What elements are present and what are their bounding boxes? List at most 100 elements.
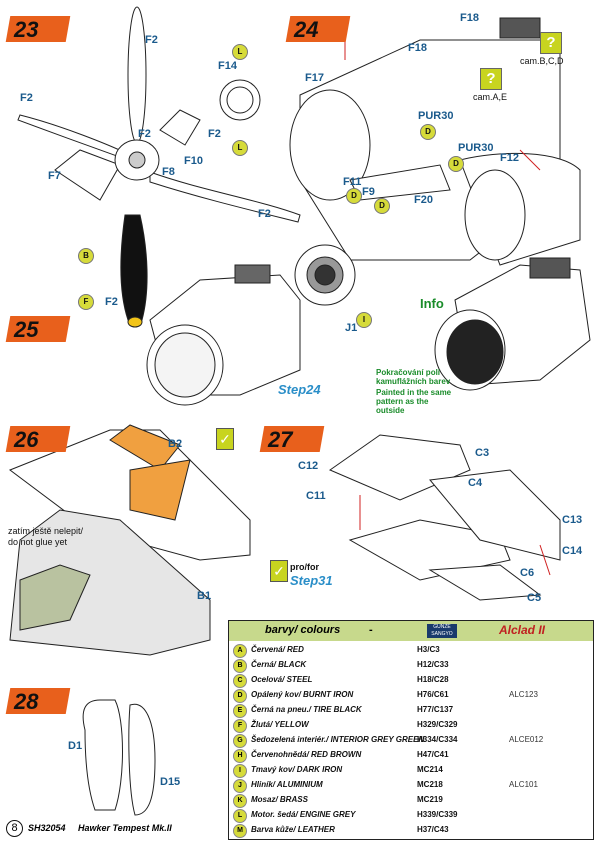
colour-letter: M <box>233 824 247 838</box>
colour-chip: B <box>78 248 94 264</box>
part-label: F9 <box>362 186 375 198</box>
part-label: F2 <box>208 128 221 140</box>
colour-name: Opálený kov/ BURNT IRON <box>251 690 354 699</box>
page-footer: 8 SH32054 Hawker Tempest Mk.II <box>0 818 330 838</box>
step-number: 28 <box>14 689 39 714</box>
part-label: F11 <box>343 176 362 188</box>
colour-letter: L <box>233 809 247 823</box>
alclad-code: ALC101 <box>509 780 538 789</box>
part-label: C13 <box>562 514 583 526</box>
info-note-en: Painted in the same pattern as the outsi… <box>376 388 452 415</box>
colour-name: Červená/ RED <box>251 645 304 654</box>
info-heading: Info <box>420 296 444 311</box>
alclad-logo: Alclad II <box>499 623 546 637</box>
step-number: 27 <box>268 427 293 452</box>
colour-chip: I <box>356 312 372 328</box>
kit-code: SH32054 <box>28 823 66 833</box>
step-number: 23 <box>14 17 39 42</box>
gunze-code: MC214 <box>417 765 443 774</box>
colour-name: Černá/ BLACK <box>251 660 307 669</box>
colour-name: Černá na pneu./ TIRE BLACK <box>251 705 362 714</box>
part-label: C3 <box>475 447 490 459</box>
part-label: F2 <box>145 34 158 46</box>
colour-name: Hliník/ ALUMINIUM <box>251 780 323 789</box>
step-reference: Step24 <box>278 382 321 397</box>
part-label: F2 <box>20 92 33 104</box>
colour-chip: D <box>448 156 464 172</box>
step-27-badge: 27 <box>259 426 325 452</box>
colour-name: Žlutá/ YELLOW <box>251 720 309 729</box>
step-reference: Step31 <box>290 573 333 588</box>
gunze-logo: GUNZE SANGYO <box>427 624 457 638</box>
colours-table-header: barvy/ colours - GUNZE SANGYO Alclad II <box>229 621 593 641</box>
gunze-code: MC219 <box>417 795 443 804</box>
glue-note-en: do not glue yet <box>8 537 68 547</box>
part-label: F20 <box>414 194 433 206</box>
colour-chip: L <box>232 140 248 156</box>
colour-row: E Černá na pneu./ TIRE BLACK H77/C137 <box>229 703 593 718</box>
part-label: F10 <box>184 155 203 167</box>
colour-name: Ocelová/ STEEL <box>251 675 313 684</box>
part-label: F18 <box>408 42 427 54</box>
part-label: F8 <box>162 166 175 178</box>
colour-letter: H <box>233 749 247 763</box>
part-label: F2 <box>138 128 151 140</box>
step-25-badge: 25 <box>5 316 71 342</box>
part-label: F2 <box>105 296 118 308</box>
part-label: C4 <box>468 477 483 489</box>
colour-letter: D <box>233 689 247 703</box>
check-mark-icon: ✓ <box>216 428 234 450</box>
step-number: 24 <box>294 17 319 42</box>
camouflage-note: cam.B,C,D <box>520 56 564 66</box>
page-number: 8 <box>6 820 23 837</box>
part-label: F18 <box>460 12 479 24</box>
colour-letter: J <box>233 779 247 793</box>
check-mark-icon: ✓ <box>270 560 288 582</box>
camouflage-note: cam.A,E <box>473 92 508 102</box>
colour-chip: D <box>346 188 362 204</box>
part-label: C11 <box>306 490 326 502</box>
gunze-code: H47/C41 <box>417 750 449 759</box>
colours-title: barvy/ colours <box>265 624 341 636</box>
part-label: F2 <box>258 208 271 220</box>
part-label: C12 <box>298 460 319 472</box>
camouflage-question-icon: ? <box>480 68 502 90</box>
header-separator: - <box>369 624 373 636</box>
gunze-code: H339/C339 <box>417 810 458 819</box>
colour-letter: E <box>233 704 247 718</box>
colour-row: J Hliník/ ALUMINIUM MC218 ALC101 <box>229 778 593 793</box>
colour-letter: I <box>233 764 247 778</box>
part-label: J1 <box>345 322 358 334</box>
part-label: F17 <box>305 72 324 84</box>
camouflage-question-icon: ? <box>540 32 562 54</box>
part-label: PUR30 <box>458 142 494 154</box>
gunze-code: MC218 <box>417 780 443 789</box>
step-28-badge: 28 <box>5 688 71 714</box>
step-number: 25 <box>14 317 39 342</box>
colour-chip: F <box>78 294 94 310</box>
part-label: F14 <box>218 60 237 72</box>
colour-chip: L <box>232 44 248 60</box>
step-24-badge: 24 <box>285 16 351 42</box>
part-label: D15 <box>160 776 181 788</box>
gunze-code: H77/C137 <box>417 705 454 714</box>
colour-chip: D <box>374 198 390 214</box>
colour-letter: K <box>233 794 247 808</box>
step-23-badge: 23 <box>5 16 71 42</box>
step-number: 26 <box>14 427 39 452</box>
colour-letter: A <box>233 644 247 658</box>
colours-table: barvy/ colours - GUNZE SANGYO Alclad II … <box>228 620 594 840</box>
gunze-code: H37/C43 <box>417 825 449 834</box>
colour-letter: G <box>233 734 247 748</box>
gunze-code: H12/C33 <box>417 660 449 669</box>
part-label: C5 <box>527 592 542 604</box>
colour-name: Červenohnědá/ RED BROWN <box>251 750 362 759</box>
alclad-code: ALCE012 <box>509 735 544 744</box>
